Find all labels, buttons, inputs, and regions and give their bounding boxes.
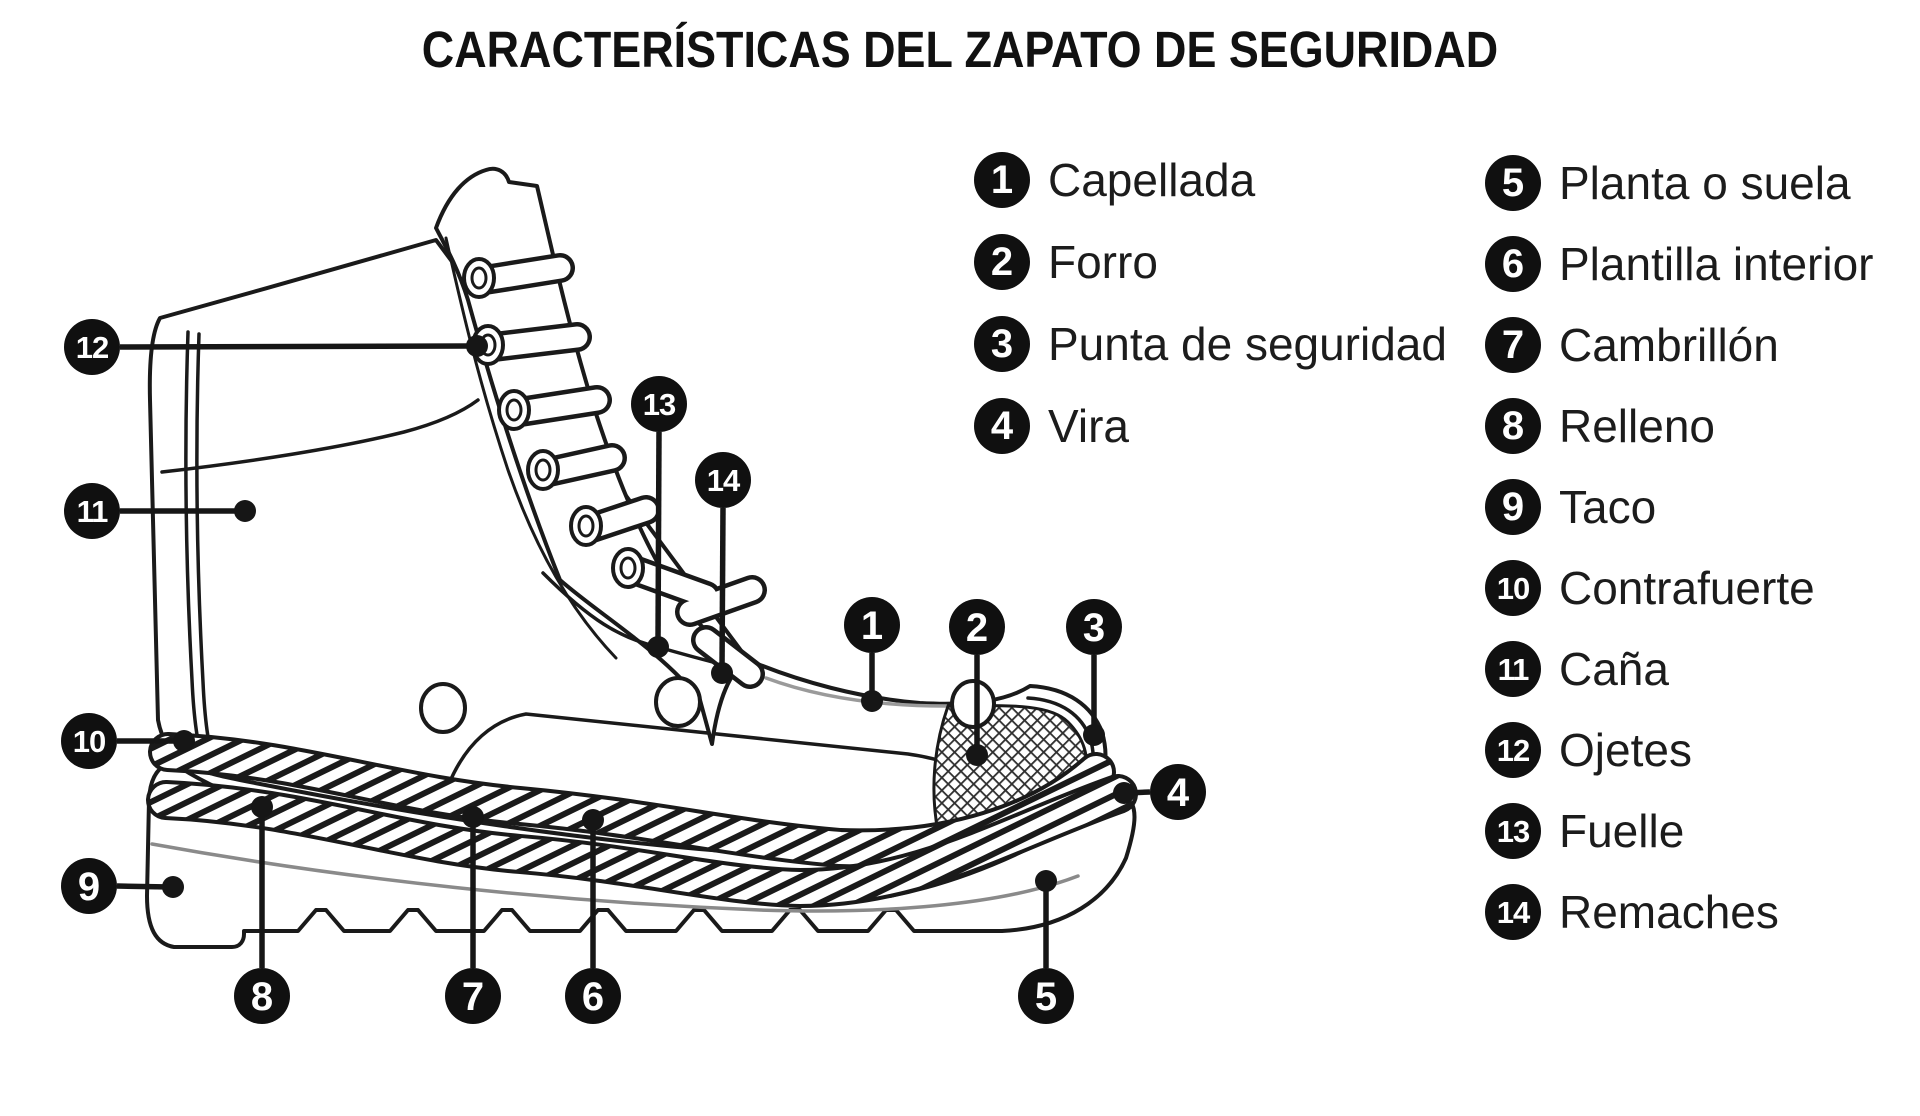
legend-badge-1: 1	[974, 152, 1030, 208]
svg-text:5: 5	[1035, 975, 1057, 1019]
marker-7: 7	[445, 806, 501, 1024]
legend-badge-6: 6	[1485, 236, 1541, 292]
marker-10: 10	[61, 713, 195, 769]
svg-text:2: 2	[966, 606, 988, 650]
legend-item-5: 5 Planta o suela	[1485, 155, 1851, 211]
legend-label-14: Remaches	[1559, 886, 1779, 938]
marker-3: 3	[1066, 599, 1122, 746]
legend-label-5: Planta o suela	[1559, 157, 1851, 209]
legend-label-6: Plantilla interior	[1559, 238, 1874, 290]
marker-6: 6	[565, 809, 621, 1024]
svg-text:1: 1	[861, 604, 883, 648]
legend-label-2: Forro	[1048, 236, 1158, 288]
legend-item-6: 6 Plantilla interior	[1485, 236, 1873, 292]
legend-item-9: 9 Taco	[1485, 479, 1656, 535]
legend-label-8: Relleno	[1559, 400, 1715, 452]
legend-label-1: Capellada	[1048, 154, 1256, 206]
collar-seam	[160, 398, 480, 474]
vamp-lower-edge	[764, 676, 948, 708]
legend-item-11: 11 Caña	[1485, 641, 1669, 697]
legend-item-10: 10 Contrafuerte	[1485, 560, 1815, 616]
legend-label-11: Caña	[1559, 643, 1669, 695]
legend-badge-9: 9	[1485, 479, 1541, 535]
legend-label-7: Cambrillón	[1559, 319, 1779, 371]
legend-item-12: 12 Ojetes	[1485, 722, 1692, 778]
legend-item-2: 2 Forro	[974, 234, 1158, 290]
marker-2: 2	[949, 599, 1005, 766]
svg-text:14: 14	[707, 463, 741, 498]
svg-text:13: 13	[643, 387, 676, 422]
vamp-vent-circles	[419, 676, 996, 734]
legend-label-9: Taco	[1559, 481, 1657, 533]
legend-badge-7: 7	[1485, 317, 1541, 373]
legend-badge-12: 12	[1485, 722, 1541, 778]
page-title: CARACTERÍSTICAS DEL ZAPATO DE SEGURIDAD	[421, 21, 1499, 78]
legend-item-4: 4 Vira	[974, 398, 1129, 454]
svg-text:9: 9	[78, 865, 100, 909]
marker-14: 14	[695, 452, 751, 684]
legend-badge-5: 5	[1485, 155, 1541, 211]
legend-item-8: 8 Relleno	[1485, 398, 1715, 454]
legend-badge-8: 8	[1485, 398, 1541, 454]
legend-badge-10: 10	[1485, 560, 1541, 616]
legend-item-14: 14 Remaches	[1485, 884, 1779, 940]
legend-label-10: Contrafuerte	[1559, 562, 1815, 614]
legend-item-13: 13 Fuelle	[1485, 803, 1684, 859]
legend-badge-13: 13	[1485, 803, 1541, 859]
svg-text:4: 4	[1167, 771, 1190, 815]
svg-text:6: 6	[582, 975, 604, 1019]
legend-badge-11: 11	[1485, 641, 1541, 697]
svg-text:7: 7	[462, 975, 484, 1019]
marker-1: 1	[844, 597, 900, 712]
svg-text:12: 12	[76, 330, 108, 365]
legend-badge-14: 14	[1485, 884, 1541, 940]
outsole-inner-line	[150, 842, 1080, 913]
marker-4: 4	[1113, 764, 1206, 820]
svg-text:10: 10	[73, 724, 105, 759]
legend-item-3: 3 Punta de seguridad	[974, 316, 1447, 372]
svg-text:8: 8	[251, 975, 273, 1019]
lace-panel-inner-line	[444, 236, 618, 660]
legend-item-1: 1 Capellada	[974, 152, 1255, 208]
legend-badge-4: 4	[974, 398, 1030, 454]
diagram-markers: 1 2 3 4	[61, 319, 1206, 1024]
legend-item-7: 7 Cambrillón	[1485, 317, 1779, 373]
legend-badge-2: 2	[974, 234, 1030, 290]
legend-label-12: Ojetes	[1559, 724, 1692, 776]
svg-text:11: 11	[77, 494, 109, 529]
marker-8: 8	[234, 796, 290, 1024]
legend-label-3: Punta de seguridad	[1048, 318, 1447, 370]
svg-text:3: 3	[1083, 606, 1105, 650]
legend-badge-3: 3	[974, 316, 1030, 372]
marker-9: 9	[61, 858, 184, 914]
insole-strip-lower	[146, 774, 1138, 908]
marker-13: 13	[631, 376, 687, 658]
legend-label-4: Vira	[1048, 400, 1129, 452]
legend-label-13: Fuelle	[1559, 805, 1685, 857]
marker-11: 11	[64, 483, 256, 539]
marker-5: 5	[1018, 870, 1074, 1024]
marker-12: 12	[64, 319, 488, 375]
